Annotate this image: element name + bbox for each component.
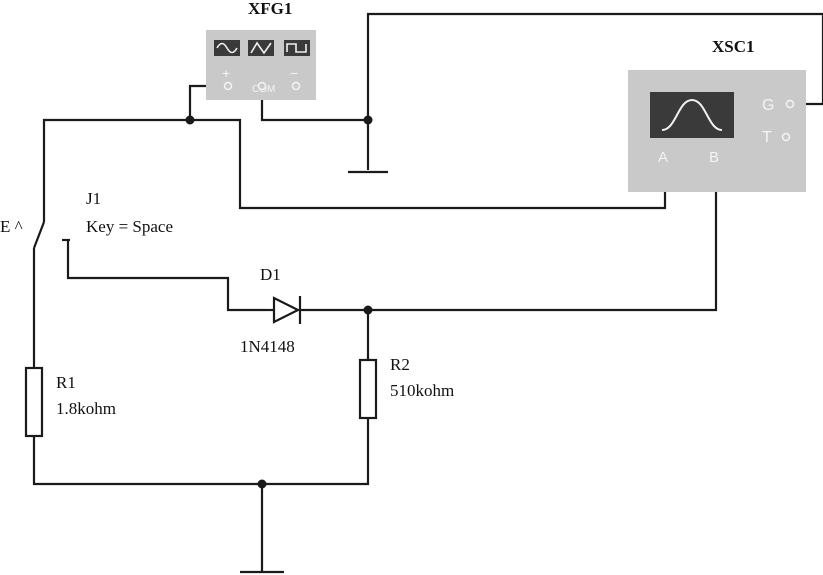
junction-ground-top	[363, 115, 373, 125]
wire-to-scope-g[interactable]	[366, 12, 823, 120]
scope-terminal-g-label: G	[762, 97, 774, 114]
diode-part: 1N4148	[240, 337, 295, 356]
oscilloscope-screen	[650, 92, 734, 138]
diode-triangle	[272, 296, 301, 324]
sine-trace-icon	[661, 98, 723, 131]
diode-d1[interactable]: D1 1N4148	[240, 265, 302, 356]
resistor-r2-value: 510kohm	[390, 381, 454, 400]
oscilloscope[interactable]: XSC1 G T A B	[628, 37, 806, 192]
function-generator[interactable]: XFG1 + COM −	[206, 0, 316, 100]
scope-terminal-t-label: T	[762, 129, 772, 146]
fg-terminal-com-dot[interactable]	[257, 81, 267, 91]
wire-top-left[interactable]	[42, 118, 190, 222]
wires	[32, 12, 823, 572]
switch-key-code: E ^	[0, 217, 23, 236]
resistor-r1-ref: R1	[56, 373, 76, 392]
junction-bottom	[257, 479, 267, 489]
junction-top	[185, 115, 195, 125]
wire-r1-bottom[interactable]	[32, 436, 262, 486]
fg-terminal-plus: +	[222, 65, 230, 81]
fg-terminal-minus: −	[290, 65, 298, 81]
wire-to-scope-b[interactable]	[368, 172, 718, 312]
scope-terminal-t[interactable]	[781, 132, 791, 142]
switch-blade[interactable]	[32, 221, 46, 249]
oscilloscope-ref: XSC1	[712, 37, 755, 56]
resistor-r2-body	[358, 358, 378, 420]
resistor-r2[interactable]: R2 510kohm	[358, 355, 454, 420]
scope-terminal-a-label: A	[658, 149, 668, 166]
resistor-r2-ref: R2	[390, 355, 410, 374]
resistor-r1[interactable]: R1 1.8kohm	[24, 366, 116, 438]
switch-key: Key = Space	[86, 217, 173, 236]
scope-terminal-g[interactable]	[785, 99, 795, 109]
fg-terminal-minus-dot[interactable]	[291, 81, 301, 91]
diode-ref: D1	[260, 265, 281, 284]
wire-switch-diode[interactable]	[66, 240, 266, 312]
junction-r2	[363, 305, 373, 315]
resistor-r1-body	[24, 366, 44, 438]
junctions	[185, 115, 373, 489]
wire-to-scope-a[interactable]	[190, 118, 667, 210]
function-generator-ref: XFG1	[248, 0, 292, 18]
wire-r2-bottom[interactable]	[262, 418, 370, 486]
switch-j1[interactable]: J1 Key = Space E ^	[0, 189, 173, 249]
scope-terminal-b-label: B	[709, 149, 719, 166]
resistor-r1-value: 1.8kohm	[56, 399, 116, 418]
switch-ref: J1	[86, 189, 101, 208]
fg-terminal-plus-dot[interactable]	[223, 81, 233, 91]
